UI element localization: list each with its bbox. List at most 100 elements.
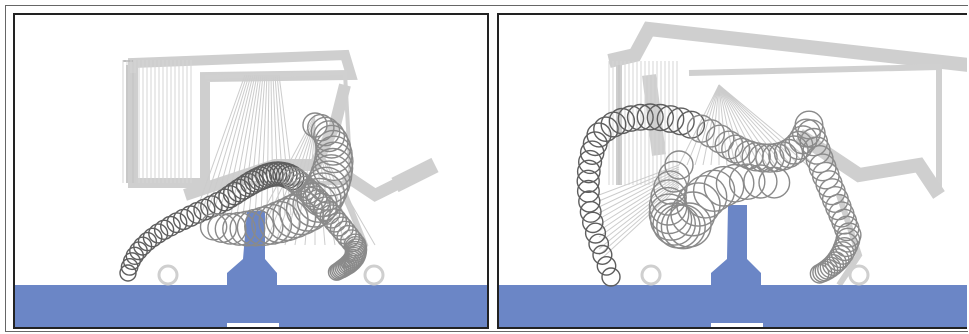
ghost-line — [598, 178, 680, 238]
trail-circle — [646, 103, 675, 132]
panel-right — [497, 13, 967, 329]
trail-circle — [758, 166, 791, 199]
trail-circle — [636, 103, 664, 131]
ghost-line — [284, 122, 316, 246]
ghost-line — [718, 84, 816, 166]
trail-circle — [229, 210, 266, 247]
trail-circle — [327, 263, 346, 281]
ghost-line — [218, 74, 254, 216]
trail-circle — [236, 208, 275, 247]
trail-circle — [660, 204, 706, 250]
trail-circle — [705, 124, 735, 154]
trail-circle — [137, 231, 158, 252]
ghost-line — [678, 84, 720, 166]
ghost-line — [718, 84, 808, 166]
wheel-icon — [363, 264, 385, 286]
obstacle-left — [227, 211, 277, 327]
wheel-icon — [640, 264, 662, 286]
trail-circle — [292, 182, 338, 228]
ghost-line — [598, 170, 680, 214]
ghost-line — [248, 74, 264, 216]
wheel-icon — [157, 264, 179, 286]
trail-circle — [824, 251, 847, 274]
trail-circle — [272, 194, 317, 239]
ghost-line — [274, 74, 286, 216]
trail-circle — [617, 105, 645, 132]
trail-circle — [314, 124, 349, 159]
trail-circle — [125, 246, 145, 266]
ghost-line — [718, 84, 792, 166]
trail-circle — [148, 223, 169, 244]
trail-circle — [588, 233, 610, 255]
trail-circle — [608, 107, 636, 135]
ghost-line — [598, 168, 680, 208]
trail-circle — [584, 222, 607, 244]
ghost-line — [598, 184, 680, 256]
trail-circle — [243, 206, 284, 247]
trail-circle — [626, 103, 654, 131]
trail-circle — [666, 202, 712, 248]
trail-circle — [582, 211, 604, 234]
trail-circle — [285, 186, 331, 232]
trail-circle — [728, 163, 766, 200]
ghost-line — [718, 84, 744, 166]
ghost-line — [718, 84, 776, 166]
ghost-line — [598, 180, 680, 244]
ghost-line — [224, 74, 256, 216]
trail-circle — [596, 255, 617, 276]
ghost-line — [276, 74, 292, 216]
obstacle-right — [711, 205, 761, 327]
trail-circle — [666, 107, 695, 136]
panel-right-canvas — [499, 21, 967, 327]
trail-circle — [231, 175, 256, 200]
ghost-line — [718, 84, 752, 166]
trail-circle — [696, 119, 726, 148]
ghost-line — [274, 120, 316, 246]
ghost-lines-right — [598, 61, 816, 262]
trail-circle — [119, 264, 137, 282]
trail-circle — [721, 134, 751, 164]
trail-circle — [714, 130, 744, 160]
ghost-line — [236, 74, 260, 216]
trail-circle — [649, 198, 693, 241]
ghost-line — [270, 74, 274, 216]
trail-circle — [576, 179, 600, 203]
trail-circle — [222, 181, 247, 206]
gap-left — [227, 323, 279, 327]
ghost-line — [206, 74, 250, 216]
trail-circle — [576, 159, 601, 184]
ghost-line — [230, 74, 258, 216]
ghost-line — [686, 84, 720, 166]
trail-circle — [302, 112, 328, 138]
ghost-line — [718, 84, 784, 166]
trail-circle — [239, 170, 265, 195]
trail-circle — [586, 122, 612, 148]
trail-circle — [142, 227, 163, 248]
trail-circle — [670, 191, 716, 237]
wheel-icon — [848, 264, 870, 286]
trail-circle — [279, 165, 305, 191]
trail-circle — [199, 212, 228, 241]
trail-circle — [304, 166, 349, 211]
trail-circle — [214, 212, 247, 245]
ghost-line — [272, 74, 280, 216]
trail-circle — [809, 263, 830, 284]
trail-circle — [122, 252, 141, 271]
ghost-line — [598, 176, 680, 232]
trail-circle — [593, 116, 619, 142]
trail-left — [119, 112, 368, 282]
ghost-line — [710, 84, 720, 166]
trail-circle — [715, 163, 755, 203]
ghost-line — [702, 84, 720, 166]
trail-circle — [222, 211, 257, 246]
trail-circle — [578, 190, 601, 213]
ghost-line — [718, 84, 768, 166]
trail-circle — [692, 169, 736, 213]
ghost-line — [194, 74, 246, 216]
trail-circle — [743, 164, 778, 199]
gap-right — [711, 323, 763, 327]
trail-circle — [310, 154, 353, 197]
ghost-line — [694, 84, 720, 166]
ghost-line — [200, 74, 248, 216]
